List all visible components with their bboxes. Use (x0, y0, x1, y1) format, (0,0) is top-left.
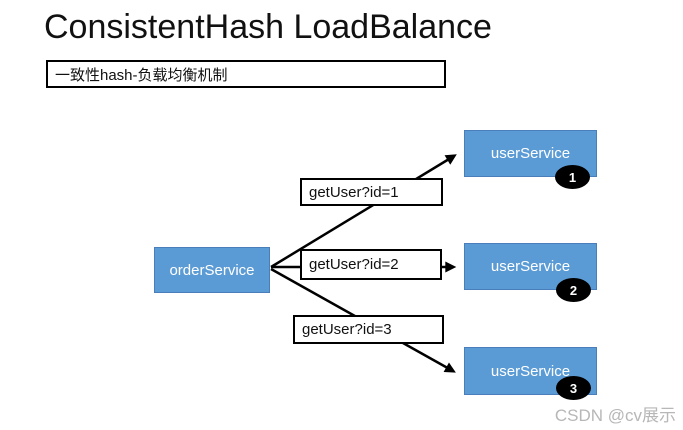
server-badge-2: 2 (556, 278, 591, 302)
request-box-2-label: getUser?id=2 (309, 256, 399, 273)
arrow-to-userservice-1 (270, 154, 457, 269)
server-badge-3: 3 (556, 376, 591, 400)
request-box-2[interactable]: getUser?id=2 (300, 249, 442, 280)
node-orderservice-label: orderService (169, 261, 255, 279)
subtitle-box: 一致性hash-负载均衡机制 (46, 60, 446, 88)
server-badge-1: 1 (555, 165, 590, 189)
subtitle-text: 一致性hash-负载均衡机制 (55, 66, 228, 84)
node-userservice-1-label: userService (490, 145, 571, 162)
request-box-1[interactable]: getUser?id=1 (300, 178, 443, 206)
request-box-3[interactable]: getUser?id=3 (293, 315, 444, 344)
server-badge-2-number: 2 (569, 282, 578, 298)
node-orderservice[interactable]: orderService (154, 247, 270, 293)
server-badge-3-number: 3 (569, 380, 578, 396)
request-box-3-label: getUser?id=3 (302, 321, 392, 338)
page-title: ConsistentHash LoadBalance (44, 8, 492, 46)
server-badge-1-number: 1 (568, 169, 577, 185)
request-box-1-label: getUser?id=1 (309, 183, 399, 201)
csdn-watermark: CSDN @cv展示 (554, 406, 676, 425)
node-userservice-2-label: userService (490, 258, 571, 275)
node-userservice-3-label: userService (490, 362, 571, 380)
